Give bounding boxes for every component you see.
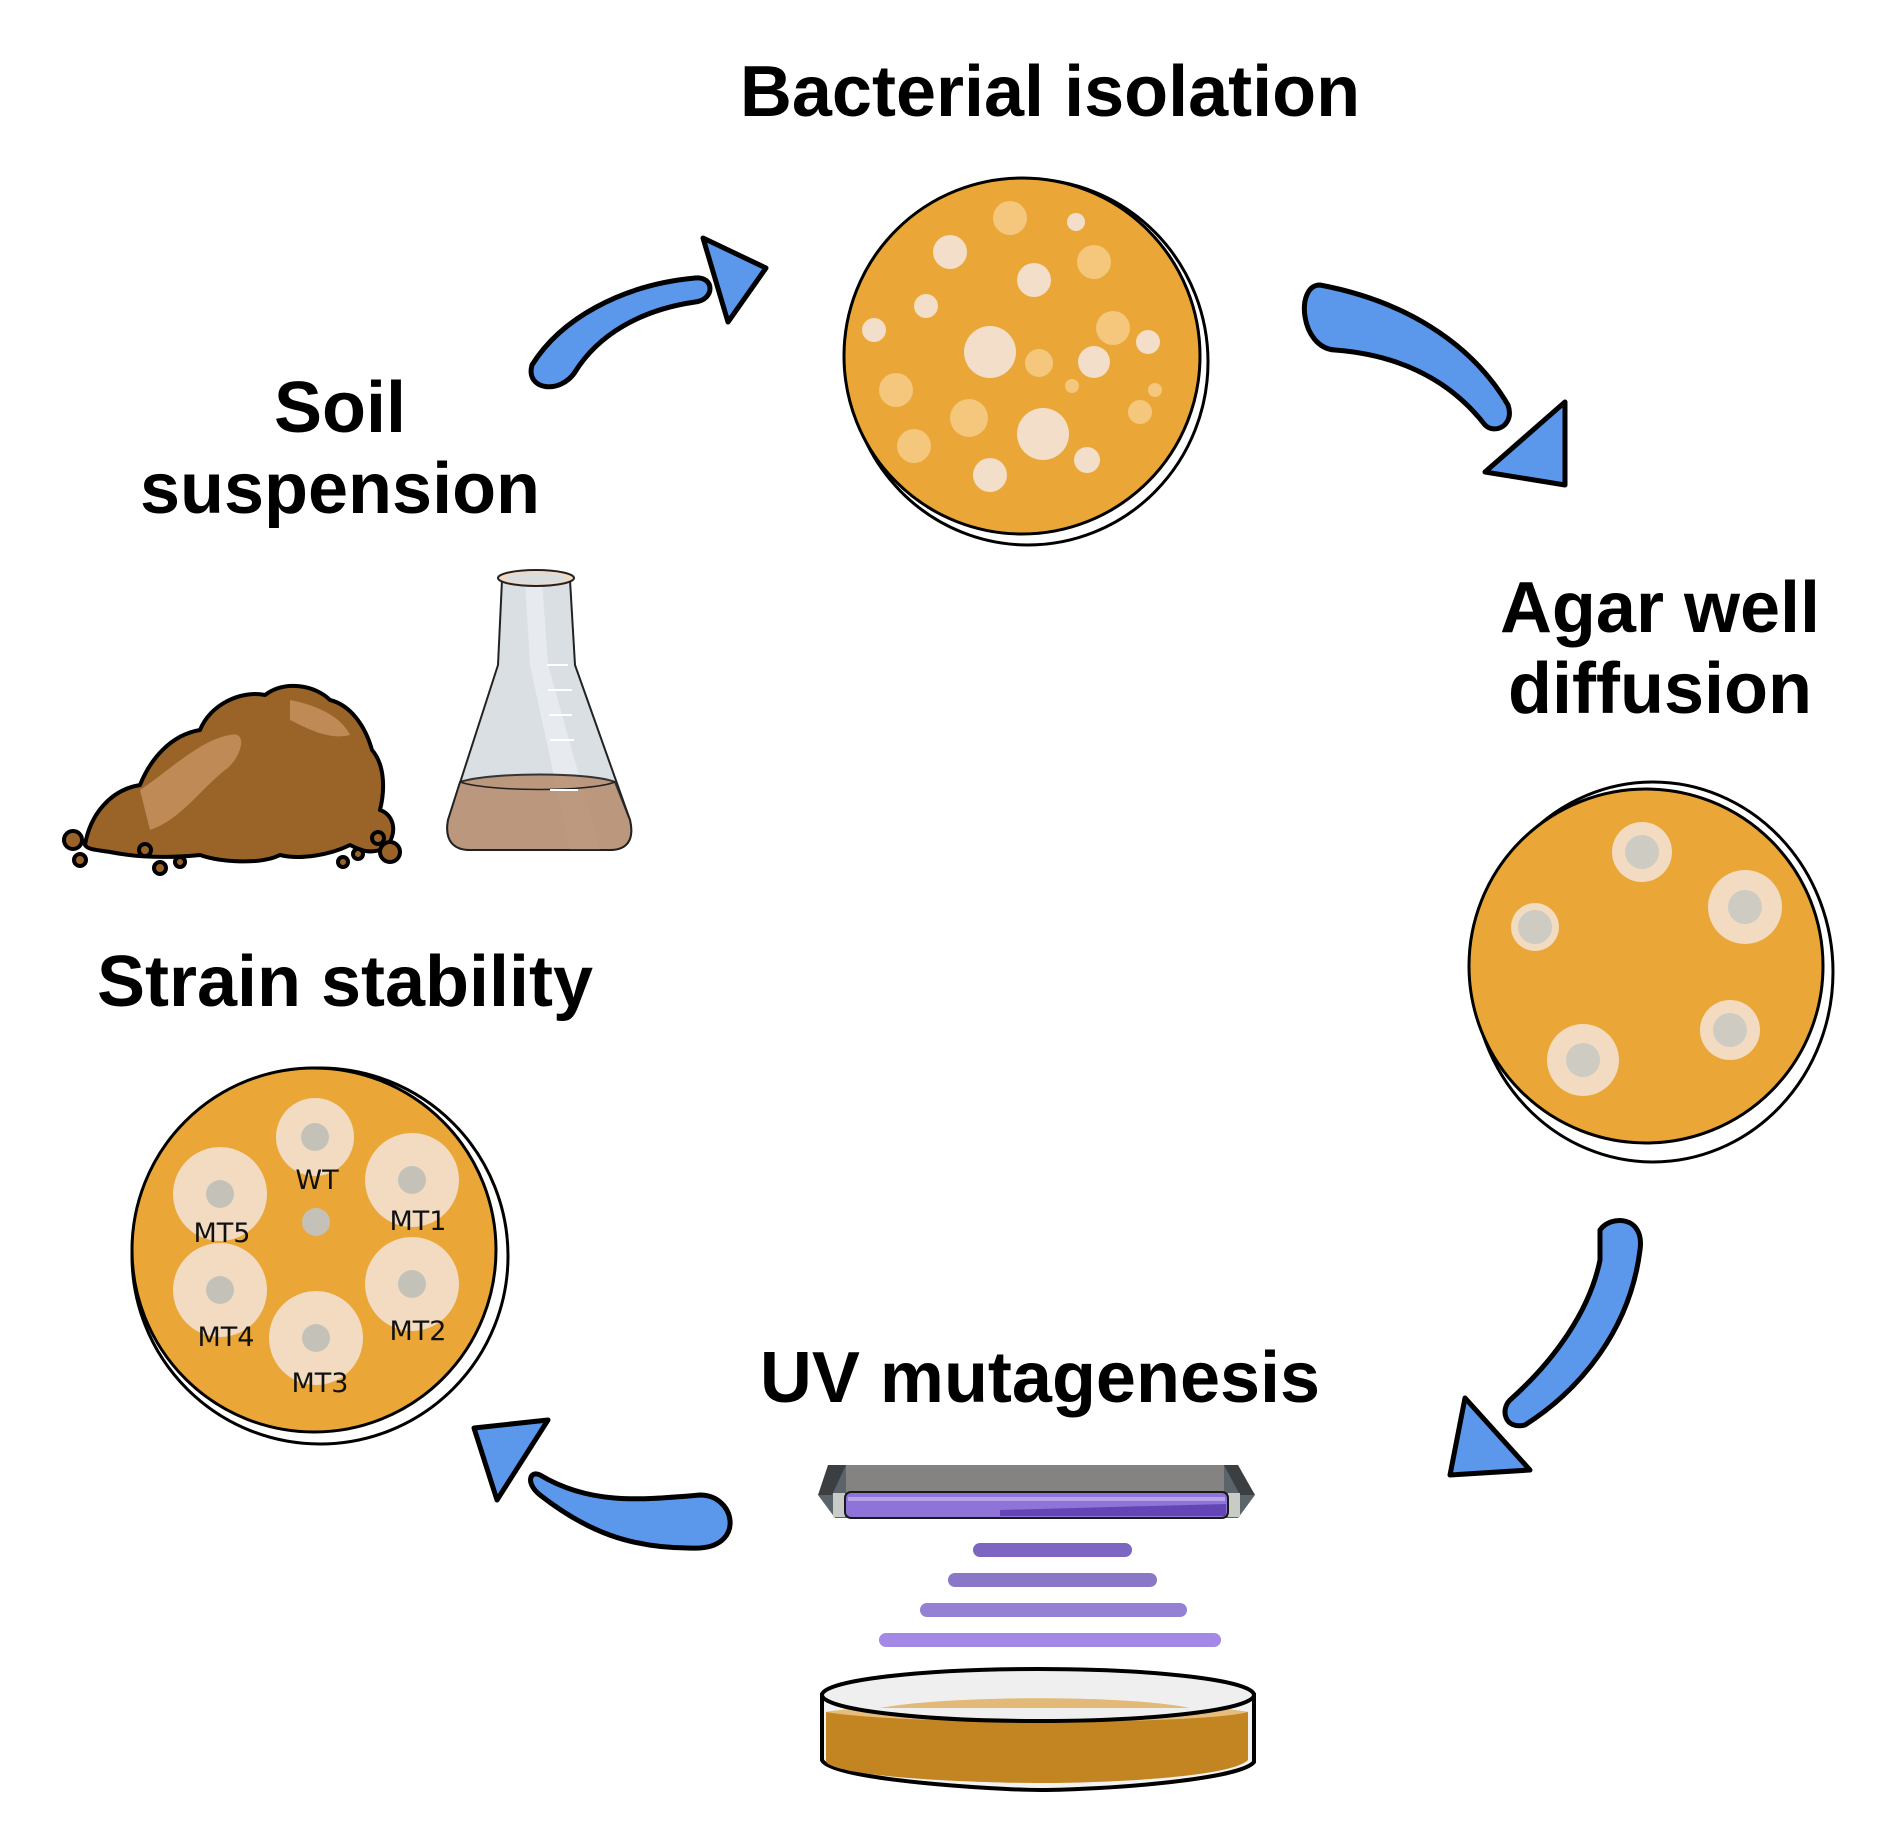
inhibition-zone	[1708, 870, 1782, 944]
inhibition-zone	[1612, 822, 1672, 882]
step-label-line: suspension	[139, 448, 541, 529]
inhibition-zone	[1700, 1000, 1760, 1060]
petri-dish-colonies-icon	[842, 176, 1210, 547]
erlenmeyer-flask-icon	[446, 569, 633, 851]
curved-arrow-icon	[1301, 282, 1568, 488]
labeled-plate-icon: WT MT1 MT2 MT3 MT4 MT5	[130, 1066, 510, 1446]
well-label-mt3: MT3	[292, 1368, 349, 1399]
well-label-mt1: MT1	[390, 1206, 447, 1237]
inhibition-zone	[1547, 1024, 1619, 1096]
soil-pile-icon	[62, 683, 402, 876]
inhibition-zone	[1511, 903, 1559, 951]
step-label-bacterial-isolation: Bacterial isolation	[739, 52, 1361, 132]
curved-arrow-icon	[1447, 1217, 1643, 1478]
well-label-mt4: MT4	[198, 1322, 255, 1353]
step-label-line: diffusion	[1508, 648, 1812, 729]
petri-dish-side-icon	[820, 1667, 1256, 1793]
uv-light-rays	[879, 1543, 1221, 1647]
well-label-mt2: MT2	[390, 1316, 447, 1347]
uv-lamp-icon	[818, 1465, 1255, 1519]
step-label-agar-well-diffusion: Agar well diffusion	[1440, 568, 1880, 729]
step-label-line: Soil	[273, 368, 406, 448]
step-label-uv-mutagenesis: UV mutagenesis	[759, 1338, 1321, 1418]
well-label-wt: WT	[295, 1165, 339, 1196]
curved-arrow-icon	[471, 1417, 733, 1551]
petri-dish-wells-icon	[1467, 780, 1835, 1164]
step-label-line: Agar well	[1499, 568, 1821, 648]
curved-arrow-icon	[528, 235, 769, 390]
step-label-strain-stability: Strain stability	[96, 942, 594, 1022]
step-label-soil-suspension: Soil suspension	[110, 368, 570, 529]
well-label-mt5: MT5	[194, 1218, 251, 1249]
